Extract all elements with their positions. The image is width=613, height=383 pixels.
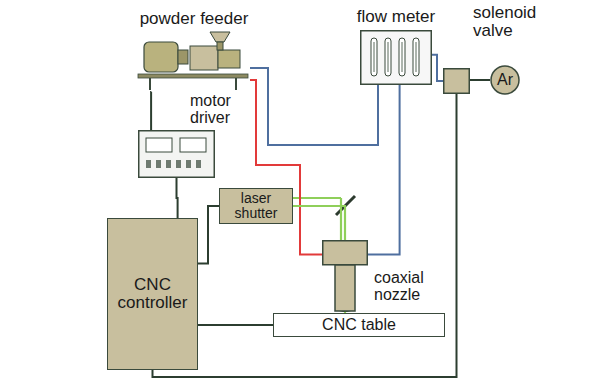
solenoid-valve: solenoid valve <box>443 68 470 94</box>
node-label: Ar <box>494 72 516 89</box>
connector-line <box>432 55 443 81</box>
connector-line <box>177 178 178 218</box>
laser-beam <box>340 198 342 240</box>
node-label: laser shutter <box>220 191 292 220</box>
gas-cylinder: Ar <box>490 66 520 94</box>
laser-beam <box>290 197 341 199</box>
motor-driver-drawing <box>138 130 215 178</box>
connector-line <box>293 206 345 240</box>
connector-line <box>368 85 400 254</box>
laser-shutter: laser shutter <box>219 188 293 224</box>
motor-driver: motor driver <box>138 130 215 178</box>
node-label: CNC table <box>319 317 399 334</box>
solenoid-valve-drawing <box>443 68 470 94</box>
node-label: solenoid valve <box>473 4 553 40</box>
connector-line <box>198 206 219 264</box>
flow-meter-drawing <box>360 30 432 85</box>
node-label: coaxial nozzle <box>374 270 436 304</box>
text-holder: Ar <box>490 66 520 94</box>
text-holder: CNC table <box>274 314 444 336</box>
connector-line <box>250 80 322 254</box>
powder-feeder: powder feeder <box>138 32 250 92</box>
text-holder: laser shutter <box>220 189 292 223</box>
connector-line <box>198 323 273 326</box>
text-holder: CNC controller <box>108 219 197 369</box>
node-label: CNC controller <box>108 276 197 312</box>
connector-line <box>470 80 490 81</box>
coaxial-nozzle: coaxial nozzle <box>322 240 368 312</box>
coaxial-nozzle-drawing <box>322 240 368 312</box>
powder-feeder-drawing <box>138 32 250 92</box>
flow-meter: flow meter <box>360 30 432 85</box>
node-label: powder feeder <box>140 10 249 28</box>
cnc-controller: CNC controller <box>107 218 198 370</box>
connector-line <box>150 92 152 130</box>
cnc-table: CNC table <box>273 313 445 337</box>
node-label: flow meter <box>357 8 435 26</box>
node-label: motor driver <box>190 93 250 127</box>
connector-line <box>250 68 378 145</box>
